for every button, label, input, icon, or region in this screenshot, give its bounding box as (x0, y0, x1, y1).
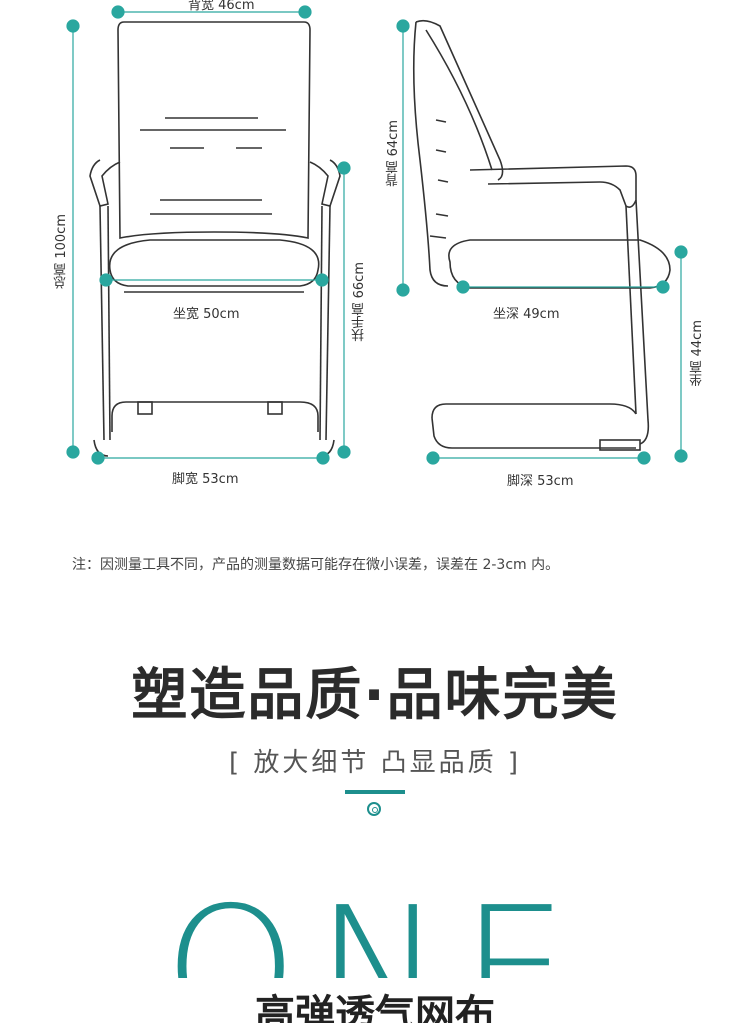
big-one-wrapper: ONE (0, 870, 750, 978)
side-dimension-lines (396, 19, 688, 465)
total-height-label: 总高 100cm (54, 214, 69, 289)
front-view-chair (89, 21, 341, 457)
foot-depth-label: 脚深 53cm (507, 474, 574, 489)
circle-icon (367, 802, 381, 816)
side-view-chair (412, 19, 671, 451)
back-width-label: 背宽 46cm (188, 0, 255, 13)
front-dimension-lines (66, 5, 351, 465)
section-title: 塑造品质·品味完美 (131, 663, 619, 728)
armrest-height-label: 扶手高 66cm (352, 262, 367, 342)
chair-dimension-diagram (66, 5, 688, 465)
feature-title: 高弹透气网布 (255, 992, 495, 1023)
accent-divider (345, 790, 405, 794)
big-one-text: ONE (163, 871, 587, 978)
seat-height-label: 坐高 44cm (690, 320, 705, 387)
foot-width-label: 脚宽 53cm (172, 472, 239, 487)
measurement-note: 注：因测量工具不同，产品的测量数据可能存在微小误差，误差在 2-3cm 内。 (72, 557, 560, 573)
back-height-label: 背高 64cm (386, 120, 401, 187)
seat-width-label: 坐宽 50cm (173, 307, 240, 322)
seat-depth-label: 坐深 49cm (493, 307, 560, 322)
section-subtitle: [ 放大细节 凸显品质 ] (228, 748, 522, 778)
feature-title-wrapper: 高弹透气网布 (0, 990, 750, 1023)
